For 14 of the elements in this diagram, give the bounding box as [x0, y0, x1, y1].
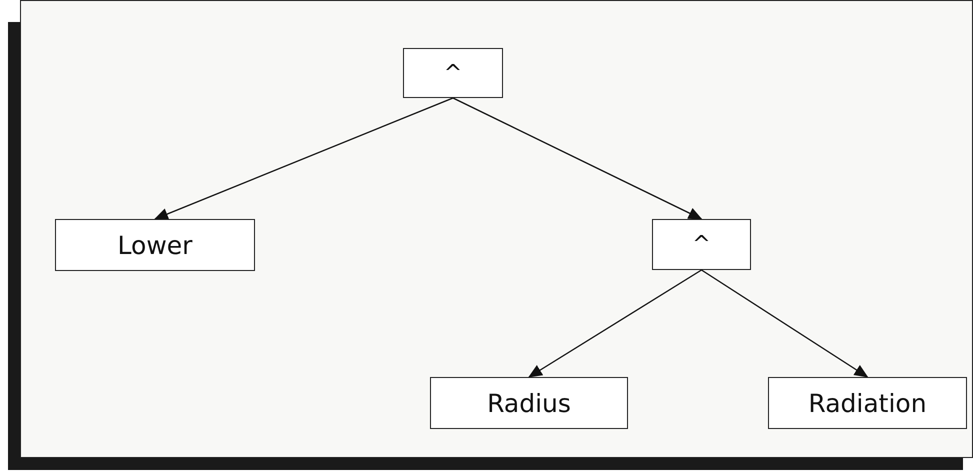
arrow — [701, 269, 868, 378]
node-label: ^ — [444, 60, 462, 86]
node-label: ^ — [692, 232, 711, 257]
node-label: Radiation — [808, 388, 927, 418]
tree-node — [768, 377, 967, 429]
arrow — [154, 97, 454, 220]
tree-node — [403, 48, 503, 98]
node-label: Radius — [487, 388, 571, 418]
arrow — [528, 269, 702, 378]
arrow — [452, 97, 702, 220]
node-label: Lower — [118, 230, 192, 260]
tree-node — [430, 377, 628, 429]
tree-node — [652, 219, 751, 270]
tree-node — [55, 219, 255, 271]
